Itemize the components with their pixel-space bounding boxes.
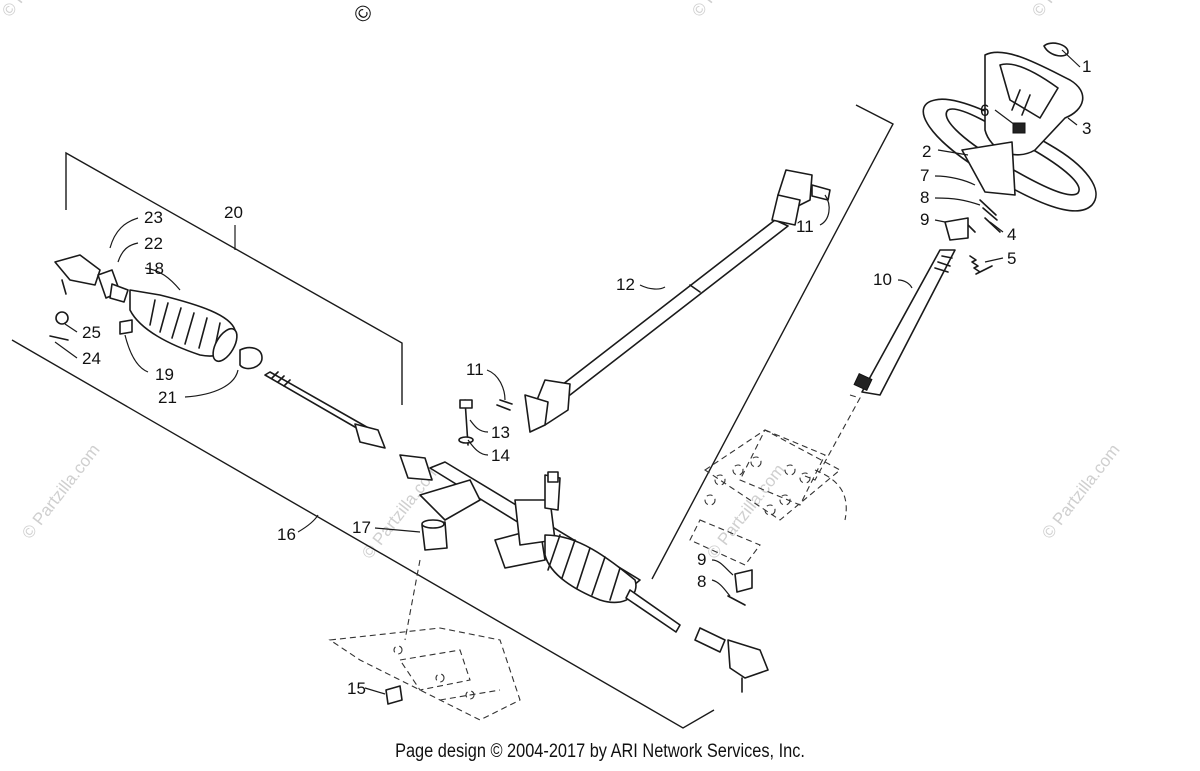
callout-17: 17 (352, 518, 371, 537)
inner-tie-rod (264, 371, 433, 481)
callout-3: 3 (1082, 119, 1091, 138)
leader-lines (54, 49, 1081, 695)
watermark-7: © Partzilla.com (0, 0, 84, 20)
callout-12: 12 (616, 275, 635, 294)
callout-5: 5 (1007, 249, 1016, 268)
tie-rod-left (49, 254, 263, 370)
callout-7: 7 (920, 166, 929, 185)
callout-1: 1 (1082, 57, 1091, 76)
frame-bracket (689, 394, 861, 566)
callout-19: 19 (155, 365, 174, 384)
callout-14: 14 (491, 446, 510, 465)
watermark-5: © Partzilla.com (688, 0, 774, 20)
callout-4: 4 (1007, 225, 1016, 244)
rack-bushing (421, 519, 448, 551)
callout-13: 13 (491, 423, 510, 442)
tie-rod-group-frame (65, 151, 403, 405)
callout-9: 9 (920, 210, 929, 229)
callout-18: 18 (145, 259, 164, 278)
callouts: 1 2 3 4 5 6 7 8 9 10 11 11 12 13 14 15 1… (82, 57, 1091, 698)
rack-group-frame (11, 339, 715, 729)
watermark-1: © Partzilla.com (18, 440, 104, 542)
spring (969, 255, 993, 275)
watermark-4: © Partzilla.com (1038, 440, 1124, 542)
watermarks: © Partzilla.com © Partzilla.com © Partzi… (0, 0, 1124, 562)
callout-20: 20 (224, 203, 243, 222)
callout-9b: 9 (697, 550, 706, 569)
watermark-3: © Partzilla.com (703, 460, 789, 562)
callout-2: 2 (922, 142, 931, 161)
callout-11: 11 (796, 217, 814, 236)
callout-6: 6 (980, 101, 989, 120)
watermark-6: © Partzilla.com (1028, 0, 1114, 20)
callout-16: 16 (277, 525, 296, 544)
callout-22: 22 (144, 234, 163, 253)
steering-column (853, 249, 956, 396)
callout-11b: 11 (466, 360, 484, 379)
callout-24: 24 (82, 349, 101, 368)
callout-25: 25 (82, 323, 101, 342)
callout-8: 8 (920, 188, 929, 207)
callout-15: 15 (347, 679, 366, 698)
intermediate-shaft (496, 169, 831, 433)
top-copyright-symbol: © (348, 0, 378, 28)
steering-wheel (922, 42, 1097, 233)
bushing-top (944, 217, 969, 241)
shaft-group-frame (651, 104, 894, 580)
footer-copyright: Page design © 2004-2017 by ARI Network S… (395, 741, 805, 762)
steering-rack (419, 399, 769, 693)
callout-10: 10 (873, 270, 892, 289)
callout-8b: 8 (697, 572, 706, 591)
callout-23: 23 (144, 208, 163, 227)
floor-mount (328, 559, 521, 721)
callout-21: 21 (158, 388, 177, 407)
bushing-lower (727, 569, 753, 606)
